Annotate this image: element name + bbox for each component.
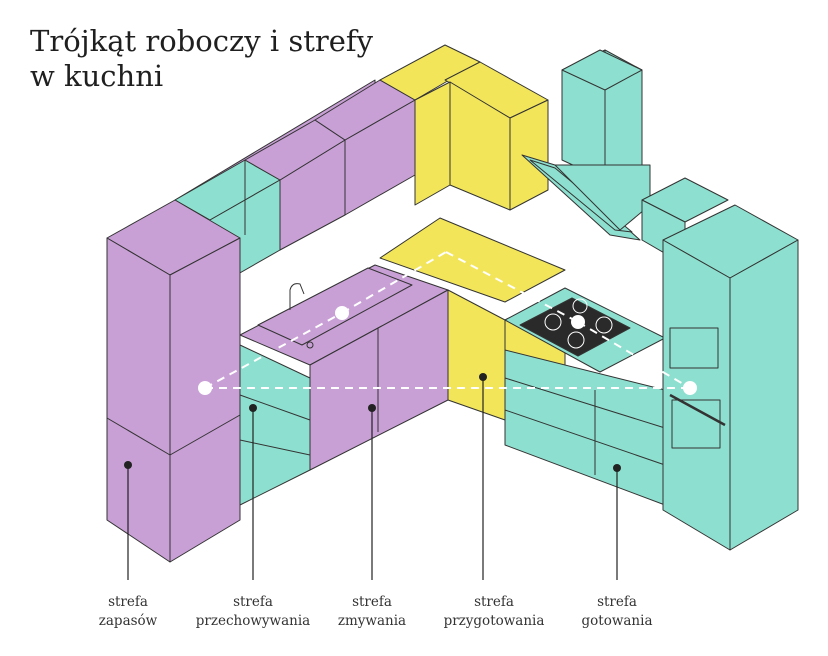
zone-label-prep: strefa przygotowania — [444, 593, 545, 631]
zone-label-cooking: strefa gotowania — [582, 593, 653, 631]
upper-cabinets-corner — [379, 44, 549, 211]
zone-label-storage: strefa zapasów — [99, 593, 157, 631]
zone-label-line: strefa — [474, 594, 514, 610]
zone-dot-cooking — [613, 464, 621, 472]
microwave-icon — [669, 327, 719, 369]
triangle-edge-cooktop-oven — [577, 321, 691, 389]
zone-leaders — [127, 377, 618, 580]
oven-icon — [671, 399, 721, 449]
triangle-vertex-cooktop — [571, 315, 585, 329]
zone-dot-washing — [368, 404, 376, 412]
zone-dot-prep — [479, 373, 487, 381]
zone-label-line: gotowania — [581, 613, 653, 629]
storage-front — [239, 344, 311, 506]
upper-corner-left-front — [414, 81, 451, 206]
prep-front-left — [447, 289, 506, 421]
drawer-line — [239, 394, 311, 421]
cooktop-burner-icon-2 — [572, 298, 588, 314]
cooking-front — [504, 349, 666, 506]
oven-tall-front — [662, 239, 731, 551]
zone-label-line: przygotowania — [443, 613, 545, 629]
diagram-title: Trójkąt roboczy i strefy w kuchni — [30, 24, 373, 94]
triangle-edge-sink-corner — [341, 251, 447, 314]
cooktop-burner-icon-3 — [595, 316, 613, 334]
zone-label-line: zapasów — [98, 613, 158, 629]
tall-cabinet-front-right — [169, 237, 241, 563]
triangle-edge-corner-cooktop — [445, 251, 579, 323]
range-hood — [521, 49, 651, 241]
tall-oven-cabinet — [641, 177, 799, 551]
cooktop-burner-icon-4 — [567, 331, 585, 349]
drawer-line-2 — [239, 439, 311, 456]
prep-counter — [379, 217, 566, 303]
oven-handle — [669, 393, 726, 427]
triangle-vertex-sink — [335, 306, 349, 320]
zone-label-line: zmywania — [337, 613, 407, 629]
cooking-cabinet — [504, 287, 666, 506]
base-storage-cabinet — [239, 344, 311, 506]
fridge-door-split — [169, 414, 241, 456]
tall-cabinet-front-left — [106, 237, 171, 563]
triangle-vertices — [198, 306, 697, 395]
zone-dots — [124, 373, 621, 472]
title-line-2: w kuchni — [30, 59, 164, 93]
zone-label-keeping: strefa przechowywania — [196, 593, 310, 631]
zone-label-line: strefa — [597, 594, 637, 610]
hood-chimney-top — [561, 49, 643, 91]
triangle-edge-fridge-sink — [204, 312, 343, 389]
sink-basin — [257, 267, 413, 346]
zone-label-washing: strefa zmywania — [338, 593, 406, 631]
triangle-vertex-oven — [683, 381, 697, 395]
upper-corner-side — [509, 99, 549, 211]
drawer-line — [504, 377, 666, 429]
zone-label-line: strefa — [233, 594, 273, 610]
zone-dot-keeping — [249, 404, 257, 412]
cooktop-burner-icon — [544, 313, 562, 331]
fridge-door-split-side — [106, 417, 171, 456]
zone-dot-storage — [124, 461, 132, 469]
zone-label-line: strefa — [108, 594, 148, 610]
tall-cabinet-left — [106, 199, 244, 563]
sink-drain — [306, 341, 314, 349]
oven-tall-side — [729, 239, 799, 551]
drawer-line-2 — [504, 409, 666, 466]
zone-label-line: przechowywania — [195, 613, 311, 629]
triangle-vertex-fridge — [198, 381, 212, 395]
work-triangle — [204, 251, 691, 389]
upper-cabinets-left — [174, 79, 416, 291]
tap-icon — [289, 283, 305, 310]
title-line-1: Trójkąt roboczy i strefy — [30, 24, 374, 58]
zone-label-line: strefa — [352, 594, 392, 610]
